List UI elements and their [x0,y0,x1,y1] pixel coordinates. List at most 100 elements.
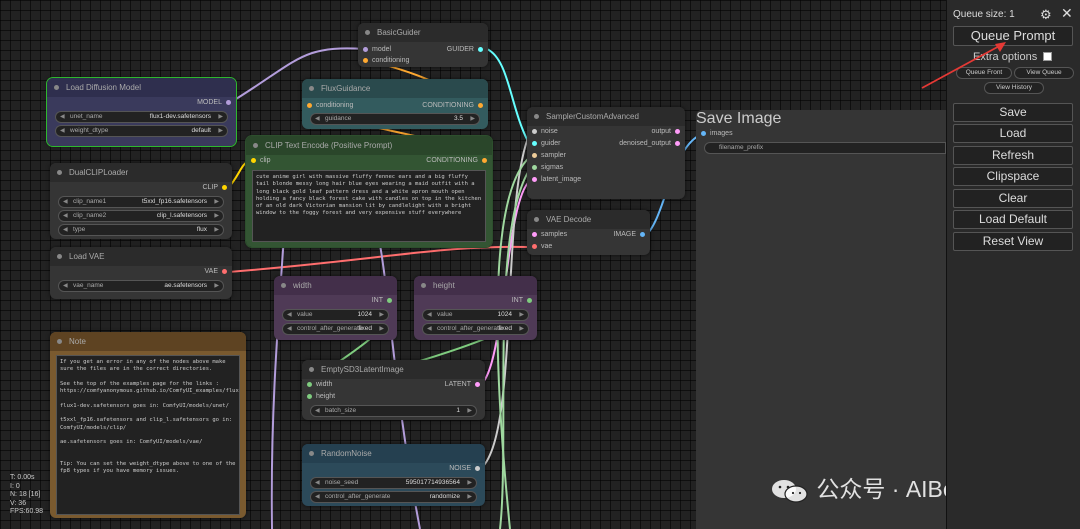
input-width[interactable]: width [302,379,332,391]
output-int[interactable]: INT [274,295,397,307]
arrow-right-icon[interactable]: ▶ [470,116,475,122]
output-output[interactable]: output [652,126,685,138]
input-guider[interactable]: guider [527,138,560,150]
node-basic-guider[interactable]: BasicGuider model GUIDER conditioning [358,23,488,67]
prompt-textarea[interactable]: cute anime girl with massive fluffy fenn… [252,170,486,242]
input-sigmas[interactable]: sigmas [527,162,685,174]
arrow-right-icon[interactable]: ▶ [519,326,524,332]
arrow-left-icon[interactable]: ◀ [427,312,432,318]
input-height[interactable]: height [302,391,485,403]
output-conditioning[interactable]: CONDITIONING [384,100,488,112]
widget-filename-prefix[interactable]: filename_prefix [704,142,946,154]
arrow-left-icon[interactable]: ◀ [287,326,292,332]
node-vae-decode[interactable]: VAE Decode samples IMAGE vae [527,210,650,255]
arrow-right-icon[interactable]: ▶ [214,283,219,289]
load-button[interactable]: Load [953,124,1073,143]
arrow-left-icon[interactable]: ◀ [63,213,68,219]
node-save-image[interactable]: Save Image images filename_prefix [696,110,946,529]
output-clip[interactable]: CLIP [50,182,232,194]
arrow-right-icon[interactable]: ▶ [519,312,524,318]
arrow-right-icon[interactable]: ▶ [214,199,219,205]
arrow-left-icon[interactable]: ◀ [315,116,320,122]
queue-prompt-button[interactable]: Queue Prompt [953,26,1073,46]
arrow-left-icon[interactable]: ◀ [60,114,65,120]
input-model[interactable]: model [358,44,432,56]
output-int[interactable]: INT [414,295,537,307]
arrow-right-icon[interactable]: ▶ [379,312,384,318]
output-denoised[interactable]: denoised_output [619,138,685,150]
input-noise[interactable]: noise [527,126,558,138]
node-clip-text-encode[interactable]: CLIP Text Encode (Positive Prompt) clip … [245,135,493,248]
clipspace-button[interactable]: Clipspace [953,167,1073,186]
input-sampler[interactable]: sampler [527,150,685,162]
arrow-left-icon[interactable]: ◀ [315,480,320,486]
arrow-left-icon[interactable]: ◀ [315,408,320,414]
input-vae[interactable]: vae [527,241,650,253]
input-latent-image[interactable]: latent_image [527,174,685,186]
view-history-button[interactable]: View History [984,82,1044,94]
arrow-left-icon[interactable]: ◀ [63,199,68,205]
node-empty-sd3-latent-image[interactable]: EmptySD3LatentImage width LATENT height … [302,360,485,420]
gear-icon[interactable]: ⚙ [1040,7,1052,22]
input-images[interactable]: images [696,128,946,140]
load-default-button[interactable]: Load Default [953,210,1073,229]
arrow-left-icon[interactable]: ◀ [63,227,68,233]
arrow-left-icon[interactable]: ◀ [315,494,320,500]
refresh-button[interactable]: Refresh [953,146,1073,165]
arrow-right-icon[interactable]: ▶ [379,326,384,332]
arrow-left-icon[interactable]: ◀ [63,283,68,289]
node-note[interactable]: Note If you get an error in any of the n… [50,332,246,518]
arrow-right-icon[interactable]: ▶ [467,408,472,414]
arrow-left-icon[interactable]: ◀ [60,128,65,134]
extra-options-checkbox[interactable] [1043,52,1052,61]
node-flux-guidance[interactable]: FluxGuidance conditioning CONDITIONING ◀… [302,79,488,129]
input-clip[interactable]: clip [246,155,271,167]
close-icon[interactable]: ✕ [1061,5,1073,21]
input-conditioning[interactable]: conditioning [358,55,452,67]
view-queue-button[interactable]: View Queue [1014,67,1074,79]
output-conditioning[interactable]: CONDITIONING [426,155,492,167]
save-button[interactable]: Save [953,103,1073,122]
output-model[interactable]: MODEL [47,97,236,109]
output-noise[interactable]: NOISE [302,463,485,475]
arrow-left-icon[interactable]: ◀ [427,326,432,332]
arrow-right-icon[interactable]: ▶ [214,213,219,219]
arrow-right-icon[interactable]: ▶ [218,128,223,134]
reset-view-button[interactable]: Reset View [953,232,1073,251]
arrow-left-icon[interactable]: ◀ [287,312,292,318]
queue-front-button[interactable]: Queue Front [956,67,1012,79]
arrow-right-icon[interactable]: ▶ [467,480,472,486]
output-guider[interactable]: GUIDER [414,44,488,56]
node-sampler-custom-advanced[interactable]: SamplerCustomAdvanced noise output guide… [527,107,685,199]
arrow-right-icon[interactable]: ▶ [214,227,219,233]
clear-button[interactable]: Clear [953,189,1073,208]
output-latent[interactable]: LATENT [445,379,485,391]
note-textarea[interactable]: If you get an error in any of the nodes … [56,355,240,515]
arrow-right-icon[interactable]: ▶ [218,114,223,120]
arrow-right-icon[interactable]: ▶ [467,494,472,500]
output-image[interactable]: IMAGE [613,229,650,241]
input-samples[interactable]: samples [527,229,567,241]
input-conditioning[interactable]: conditioning [302,100,396,112]
output-vae[interactable]: VAE [50,266,232,278]
